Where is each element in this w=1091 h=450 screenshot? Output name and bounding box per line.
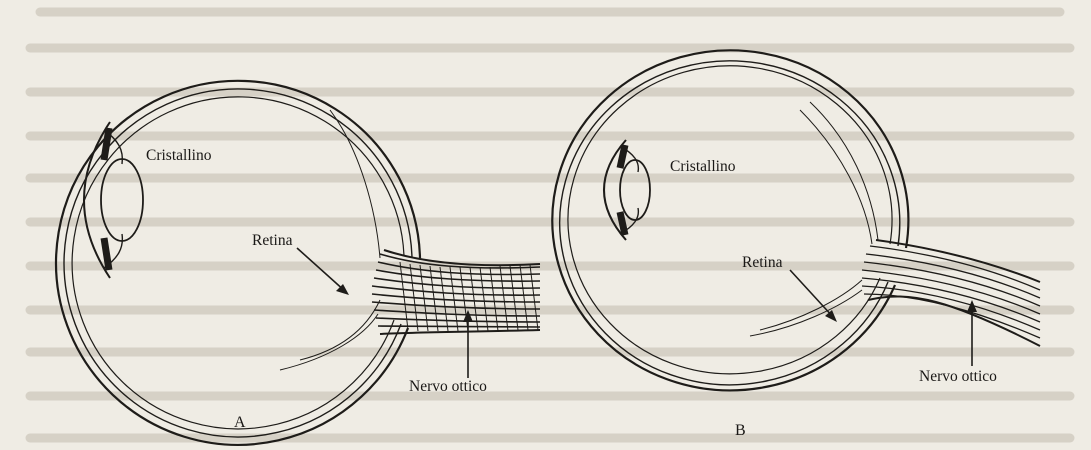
eye-a-retina-arrow <box>297 248 346 292</box>
eye-b-middle-wall <box>560 61 900 385</box>
eye-b-retina-label: Retina <box>742 254 782 272</box>
figure-a-caption: A <box>234 414 246 432</box>
eye-b-nerve-top <box>876 240 1040 282</box>
eye-a-nerve-top <box>384 250 540 265</box>
eye-b-retina-arrow <box>790 270 834 318</box>
eye-a-lens-label: Cristallino <box>146 147 211 165</box>
eye-a-nerve-arrowhead <box>463 310 473 322</box>
eye-b-lens-label: Cristallino <box>670 158 735 176</box>
eye-a-retina-label: Retina <box>252 232 292 250</box>
eye-a-lens <box>101 159 143 241</box>
eye-a-nerve-label: Nervo ottico <box>409 378 487 396</box>
eye-a-retinal-fibers <box>280 110 380 370</box>
eye-b-lens <box>620 160 650 220</box>
eye-a-nerve-bottom <box>380 330 540 334</box>
eye-b-inner-wall <box>568 66 892 374</box>
figure-b-caption: B <box>735 422 746 440</box>
eye-b-retina-arrowhead <box>825 310 837 322</box>
eye-b-retinal-fibers <box>750 102 878 336</box>
eye-b-outer-wall <box>552 50 908 390</box>
eye-a-inner-wall <box>72 97 404 429</box>
eye-b <box>552 50 1040 390</box>
eye-b-nerve-fibers <box>862 246 1040 338</box>
eye-b-nerve-label: Nervo ottico <box>919 368 997 386</box>
